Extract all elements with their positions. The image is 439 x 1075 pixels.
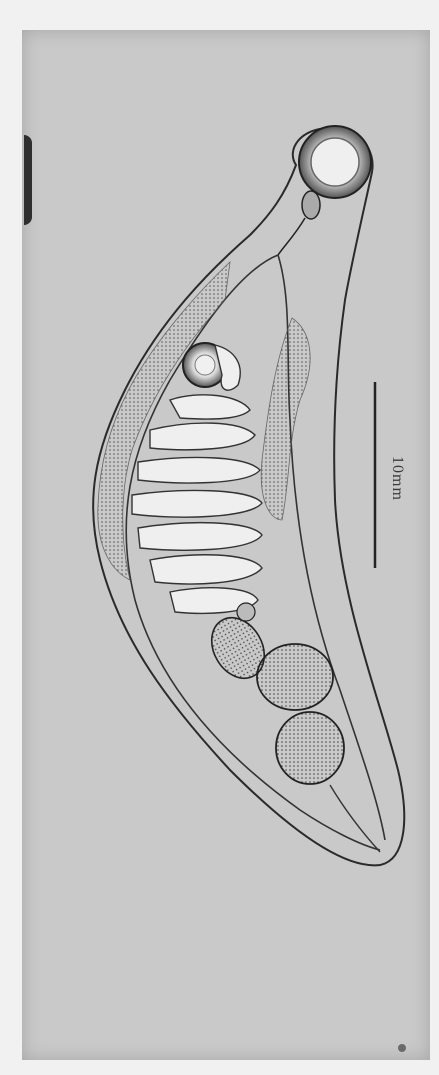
vitellaria-right — [261, 318, 310, 520]
testis-posterior — [276, 712, 344, 784]
plate-dot — [398, 1044, 406, 1052]
pharynx — [302, 191, 320, 219]
scale-bar-label: 10mm — [383, 438, 411, 518]
testis-anterior — [257, 644, 333, 710]
